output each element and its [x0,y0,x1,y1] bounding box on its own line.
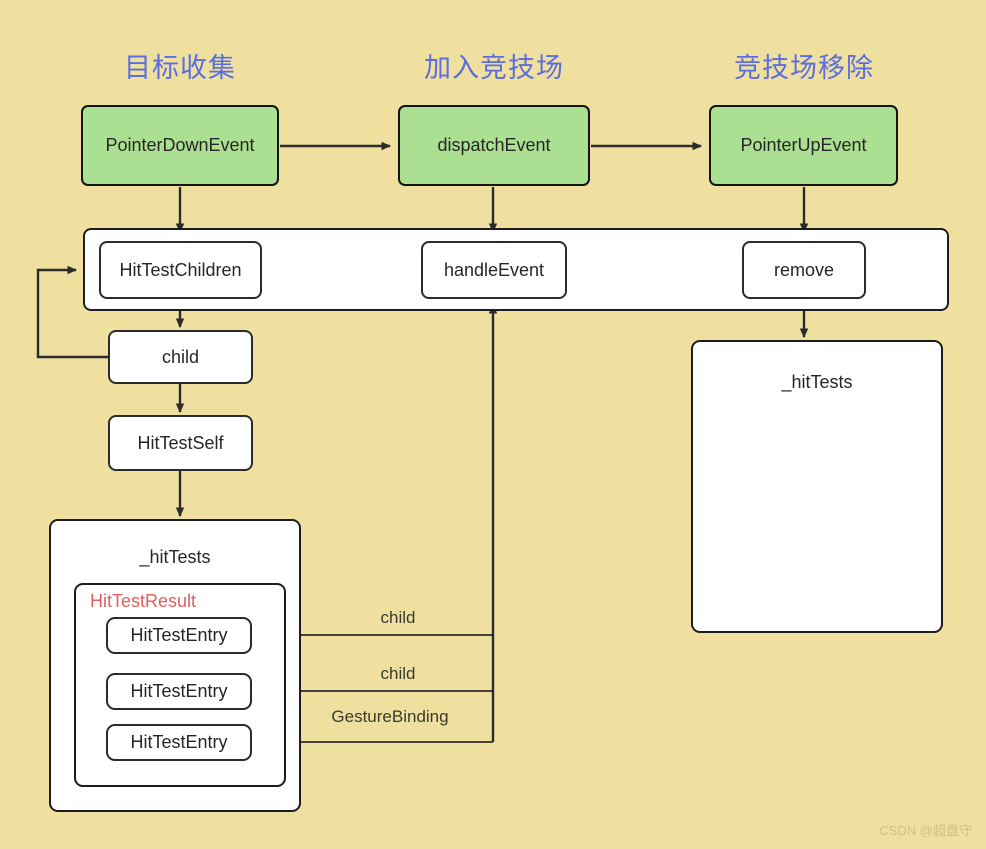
node-handle-event[interactable]: handleEvent [421,241,567,299]
node-child[interactable]: child [108,330,253,384]
node-hit-test-self[interactable]: HitTestSelf [108,415,253,471]
node-hit-test-entry-3[interactable]: HitTestEntry [106,724,252,761]
node-remove[interactable]: remove [742,241,866,299]
watermark: CSDN @超盘守 [879,823,972,838]
container-hit-tests-right: _hitTests [691,340,943,633]
node-hit-test-children[interactable]: HitTestChildren [99,241,262,299]
edge-label-child-2: child [380,664,416,683]
group-title-hit-test-result: HitTestResult [90,591,197,611]
node-pointer-down-event[interactable]: PointerDownEvent [81,105,279,186]
node-hit-test-entry-2[interactable]: HitTestEntry [106,673,252,710]
edge-label-child-1: child [380,608,416,627]
container-hit-tests-left-title: _hitTests [139,547,211,567]
node-pointer-up-event[interactable]: PointerUpEvent [709,105,898,186]
edge-label-gesture-binding: GestureBinding [331,707,449,726]
container-hit-tests-right-title: _hitTests [781,372,853,392]
phase-title-join-arena: 加入竞技场 [424,53,564,83]
phase-title-arena-remove: 竞技场移除 [734,53,874,83]
phase-title-collect: 目标收集 [124,53,236,83]
node-dispatch-event[interactable]: dispatchEvent [398,105,590,186]
node-hit-test-entry-1[interactable]: HitTestEntry [106,617,252,654]
